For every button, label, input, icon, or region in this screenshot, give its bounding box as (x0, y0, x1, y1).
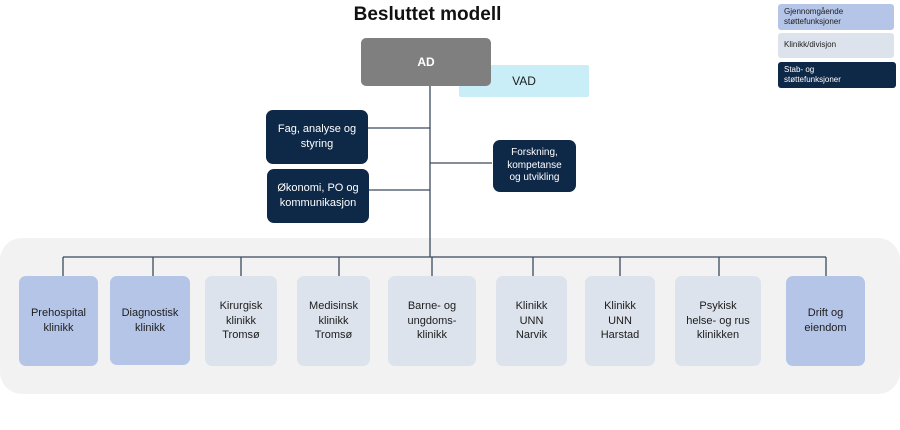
unit-barne-ungdomsklinikk: Barne- og ungdoms- klinikk (388, 276, 476, 366)
unit-diagnostisk-klinikk: Diagnostisk klinikk (110, 276, 190, 365)
unit-klinikk-unn-harstad: Klinikk UNN Harstad (585, 276, 655, 366)
unit-prehospital-klinikk: Prehospital klinikk (19, 276, 98, 366)
ad-label: AD (417, 54, 435, 69)
staff-fag-analyse-styring: Fag, analyse og styring (266, 110, 368, 164)
unit-label: Barne- og ungdoms- klinikk (407, 299, 457, 342)
unit-kirurgisk-klinikk-tromso: Kirurgisk klinikk Tromsø (205, 276, 277, 366)
staff-okonomi-po-kommunikasjon: Økonomi, PO og kommunikasjon (267, 169, 369, 223)
unit-label: Klinikk UNN Narvik (515, 299, 548, 342)
unit-klinikk-unn-narvik: Klinikk UNN Narvik (496, 276, 567, 366)
unit-label: Medisinsk klinikk Tromsø (309, 299, 358, 342)
unit-psykisk-helse-rus-klinikken: Psykisk helse- og rus klinikken (675, 276, 761, 366)
staff-label: Fag, analyse og styring (277, 123, 357, 150)
unit-label: Drift og eiendom (804, 307, 847, 334)
staff-forskning-kompetanse-utvikling: Forskning, kompetanse og utvikling (493, 140, 576, 192)
legend-label: Gjennomgående støttefunksjoner (784, 6, 844, 26)
staff-label: Forskning, kompetanse og utvikling (507, 147, 562, 184)
legend-item-staff: Stab- og støttefunksjoner (778, 62, 896, 88)
unit-label: Psykisk helse- og rus klinikken (686, 299, 750, 342)
legend-item-clinic: Klinikk/divisjon (778, 33, 894, 58)
unit-medisinsk-klinikk-tromso: Medisinsk klinikk Tromsø (297, 276, 370, 366)
ad-box: AD (361, 38, 491, 86)
diagram-title: Besluttet modell (353, 4, 502, 25)
legend-label: Klinikk/divisjon (784, 40, 837, 50)
unit-label: Klinikk UNN Harstad (600, 299, 640, 342)
unit-label: Prehospital klinikk (30, 307, 87, 334)
unit-label: Kirurgisk klinikk Tromsø (219, 299, 263, 342)
unit-label: Diagnostisk klinikk (121, 306, 179, 334)
vad-label: VAD (512, 73, 536, 88)
legend-item-cross-functional: Gjennomgående støttefunksjoner (778, 4, 894, 30)
unit-drift-og-eiendom: Drift og eiendom (786, 276, 865, 366)
staff-label: Økonomi, PO og kommunikasjon (277, 182, 359, 209)
legend-label: Stab- og støttefunksjoner (784, 64, 841, 84)
